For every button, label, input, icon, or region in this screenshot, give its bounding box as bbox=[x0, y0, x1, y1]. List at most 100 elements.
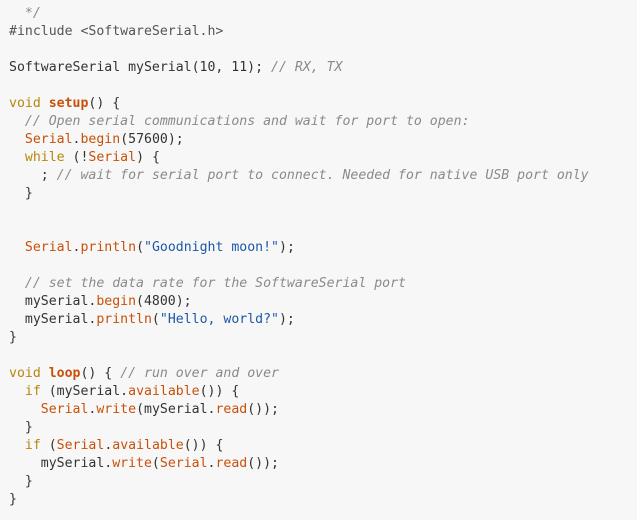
code-token-plain: (57600); bbox=[120, 132, 184, 147]
code-token-comment: // set the data rate for the SoftwareSer… bbox=[24, 276, 406, 291]
code-token-string: "Goodnight moon!" bbox=[144, 240, 279, 255]
code-token-method: begin bbox=[80, 132, 121, 147]
code-line: */ bbox=[9, 5, 637, 23]
code-line bbox=[9, 77, 637, 95]
code-token-plain: . bbox=[88, 402, 97, 417]
code-token-plain bbox=[9, 132, 25, 147]
code-token-plain: ); bbox=[278, 312, 295, 327]
code-line: while (!Serial) { bbox=[9, 149, 637, 167]
code-line bbox=[9, 221, 637, 239]
code-line: } bbox=[9, 473, 637, 491]
code-line: #include <SoftwareSerial.h> bbox=[9, 23, 637, 41]
code-line bbox=[9, 41, 637, 59]
code-token-method: available bbox=[128, 384, 200, 399]
code-line: if (Serial.available()) { bbox=[9, 437, 637, 455]
code-line: Serial.println("Goodnight moon!"); bbox=[9, 239, 637, 257]
code-token-plain: ( bbox=[151, 312, 160, 327]
code-token-plain: ); bbox=[279, 240, 295, 255]
code-token-comment: */ bbox=[9, 6, 41, 21]
code-token-keyword: if bbox=[24, 438, 41, 453]
code-token-plain bbox=[9, 438, 25, 453]
code-line: void loop() { // run over and over bbox=[9, 365, 637, 383]
code-line: } bbox=[9, 185, 637, 203]
code-token-plain: (mySerial. bbox=[136, 402, 216, 417]
code-token-plain: ()); bbox=[247, 402, 279, 417]
code-token-plain bbox=[9, 276, 25, 291]
code-line: } bbox=[9, 329, 637, 347]
code-token-keyword: void bbox=[9, 96, 41, 111]
code-token-string: "Hello, world?" bbox=[159, 312, 279, 327]
code-line bbox=[9, 257, 637, 275]
code-token-plain: } bbox=[9, 330, 17, 345]
code-token-plain: . bbox=[207, 456, 216, 471]
code-token-preproc: #include <SoftwareSerial.h> bbox=[9, 24, 224, 39]
code-token-class: Serial bbox=[40, 402, 89, 417]
code-line: } bbox=[9, 419, 637, 437]
code-token-method: read bbox=[215, 456, 248, 471]
code-token-comment: // wait for serial port to connect. Need… bbox=[56, 168, 589, 183]
code-line: void setup() { bbox=[9, 95, 637, 113]
code-token-function: setup bbox=[48, 96, 89, 111]
code-token-plain: } bbox=[9, 474, 33, 489]
code-token-plain bbox=[9, 402, 41, 417]
code-line: } bbox=[9, 491, 637, 509]
code-line: // Open serial communications and wait f… bbox=[9, 113, 637, 131]
code-token-class: Serial bbox=[56, 438, 105, 453]
code-token-keyword: while bbox=[24, 150, 65, 165]
code-token-plain: mySerial. bbox=[9, 312, 97, 327]
code-token-method: write bbox=[112, 456, 152, 471]
code-token-plain: . bbox=[104, 438, 113, 453]
code-token-class: Serial bbox=[24, 132, 73, 147]
code-token-class: Serial bbox=[88, 150, 137, 165]
code-token-class: Serial bbox=[24, 240, 73, 255]
code-token-keyword: if bbox=[24, 384, 41, 399]
code-token-comment: // Open serial communications and wait f… bbox=[24, 114, 470, 129]
code-token-method: println bbox=[80, 240, 137, 255]
code-line: // set the data rate for the SoftwareSer… bbox=[9, 275, 637, 293]
code-token-method: read bbox=[215, 402, 248, 417]
code-line: mySerial.begin(4800); bbox=[9, 293, 637, 311]
code-token-plain: . bbox=[72, 240, 81, 255]
code-token-plain: . bbox=[72, 132, 81, 147]
code-line: if (mySerial.available()) { bbox=[9, 383, 637, 401]
code-token-plain: ( bbox=[151, 456, 160, 471]
code-token-plain: mySerial. bbox=[9, 294, 97, 309]
code-token-plain: (4800); bbox=[136, 294, 192, 309]
code-token-plain: ()); bbox=[247, 456, 279, 471]
code-token-plain: } bbox=[9, 186, 33, 201]
code-token-plain: } bbox=[9, 420, 33, 435]
code-line bbox=[9, 347, 637, 365]
code-token-plain: ) { bbox=[136, 150, 160, 165]
code-token-plain bbox=[9, 240, 25, 255]
code-token-plain bbox=[9, 384, 25, 399]
code-token-plain: ( bbox=[40, 438, 57, 453]
code-line: Serial.write(mySerial.read()); bbox=[9, 401, 637, 419]
code-line bbox=[9, 203, 637, 221]
code-token-method: write bbox=[96, 402, 137, 417]
code-token-plain: ()) { bbox=[199, 384, 240, 399]
code-token-plain: } bbox=[9, 492, 17, 507]
code-token-plain: mySerial. bbox=[9, 456, 113, 471]
code-token-plain: ; bbox=[9, 168, 57, 183]
code-token-plain: ()) { bbox=[183, 438, 224, 453]
code-line: ; // wait for serial port to connect. Ne… bbox=[9, 167, 637, 185]
code-token-plain: () { bbox=[80, 366, 121, 381]
code-line: SoftwareSerial mySerial(10, 11); // RX, … bbox=[9, 59, 637, 77]
code-token-method: available bbox=[112, 438, 184, 453]
code-token-plain bbox=[9, 114, 25, 129]
code-token-plain: SoftwareSerial mySerial(10, 11); bbox=[9, 60, 272, 75]
code-line: Serial.begin(57600); bbox=[9, 131, 637, 149]
code-line: mySerial.println("Hello, world?"); bbox=[9, 311, 637, 329]
code-token-plain bbox=[41, 366, 49, 381]
code-token-plain: (mySerial. bbox=[40, 384, 129, 399]
code-token-plain bbox=[41, 96, 49, 111]
code-line: mySerial.write(Serial.read()); bbox=[9, 455, 637, 473]
code-token-comment: // run over and over bbox=[120, 366, 279, 381]
code-token-class: Serial bbox=[159, 456, 208, 471]
code-token-function: loop bbox=[48, 366, 81, 381]
code-token-method: println bbox=[96, 312, 152, 327]
code-token-keyword: void bbox=[9, 366, 41, 381]
code-token-plain bbox=[9, 150, 25, 165]
code-token-comment: // RX, TX bbox=[271, 60, 343, 75]
